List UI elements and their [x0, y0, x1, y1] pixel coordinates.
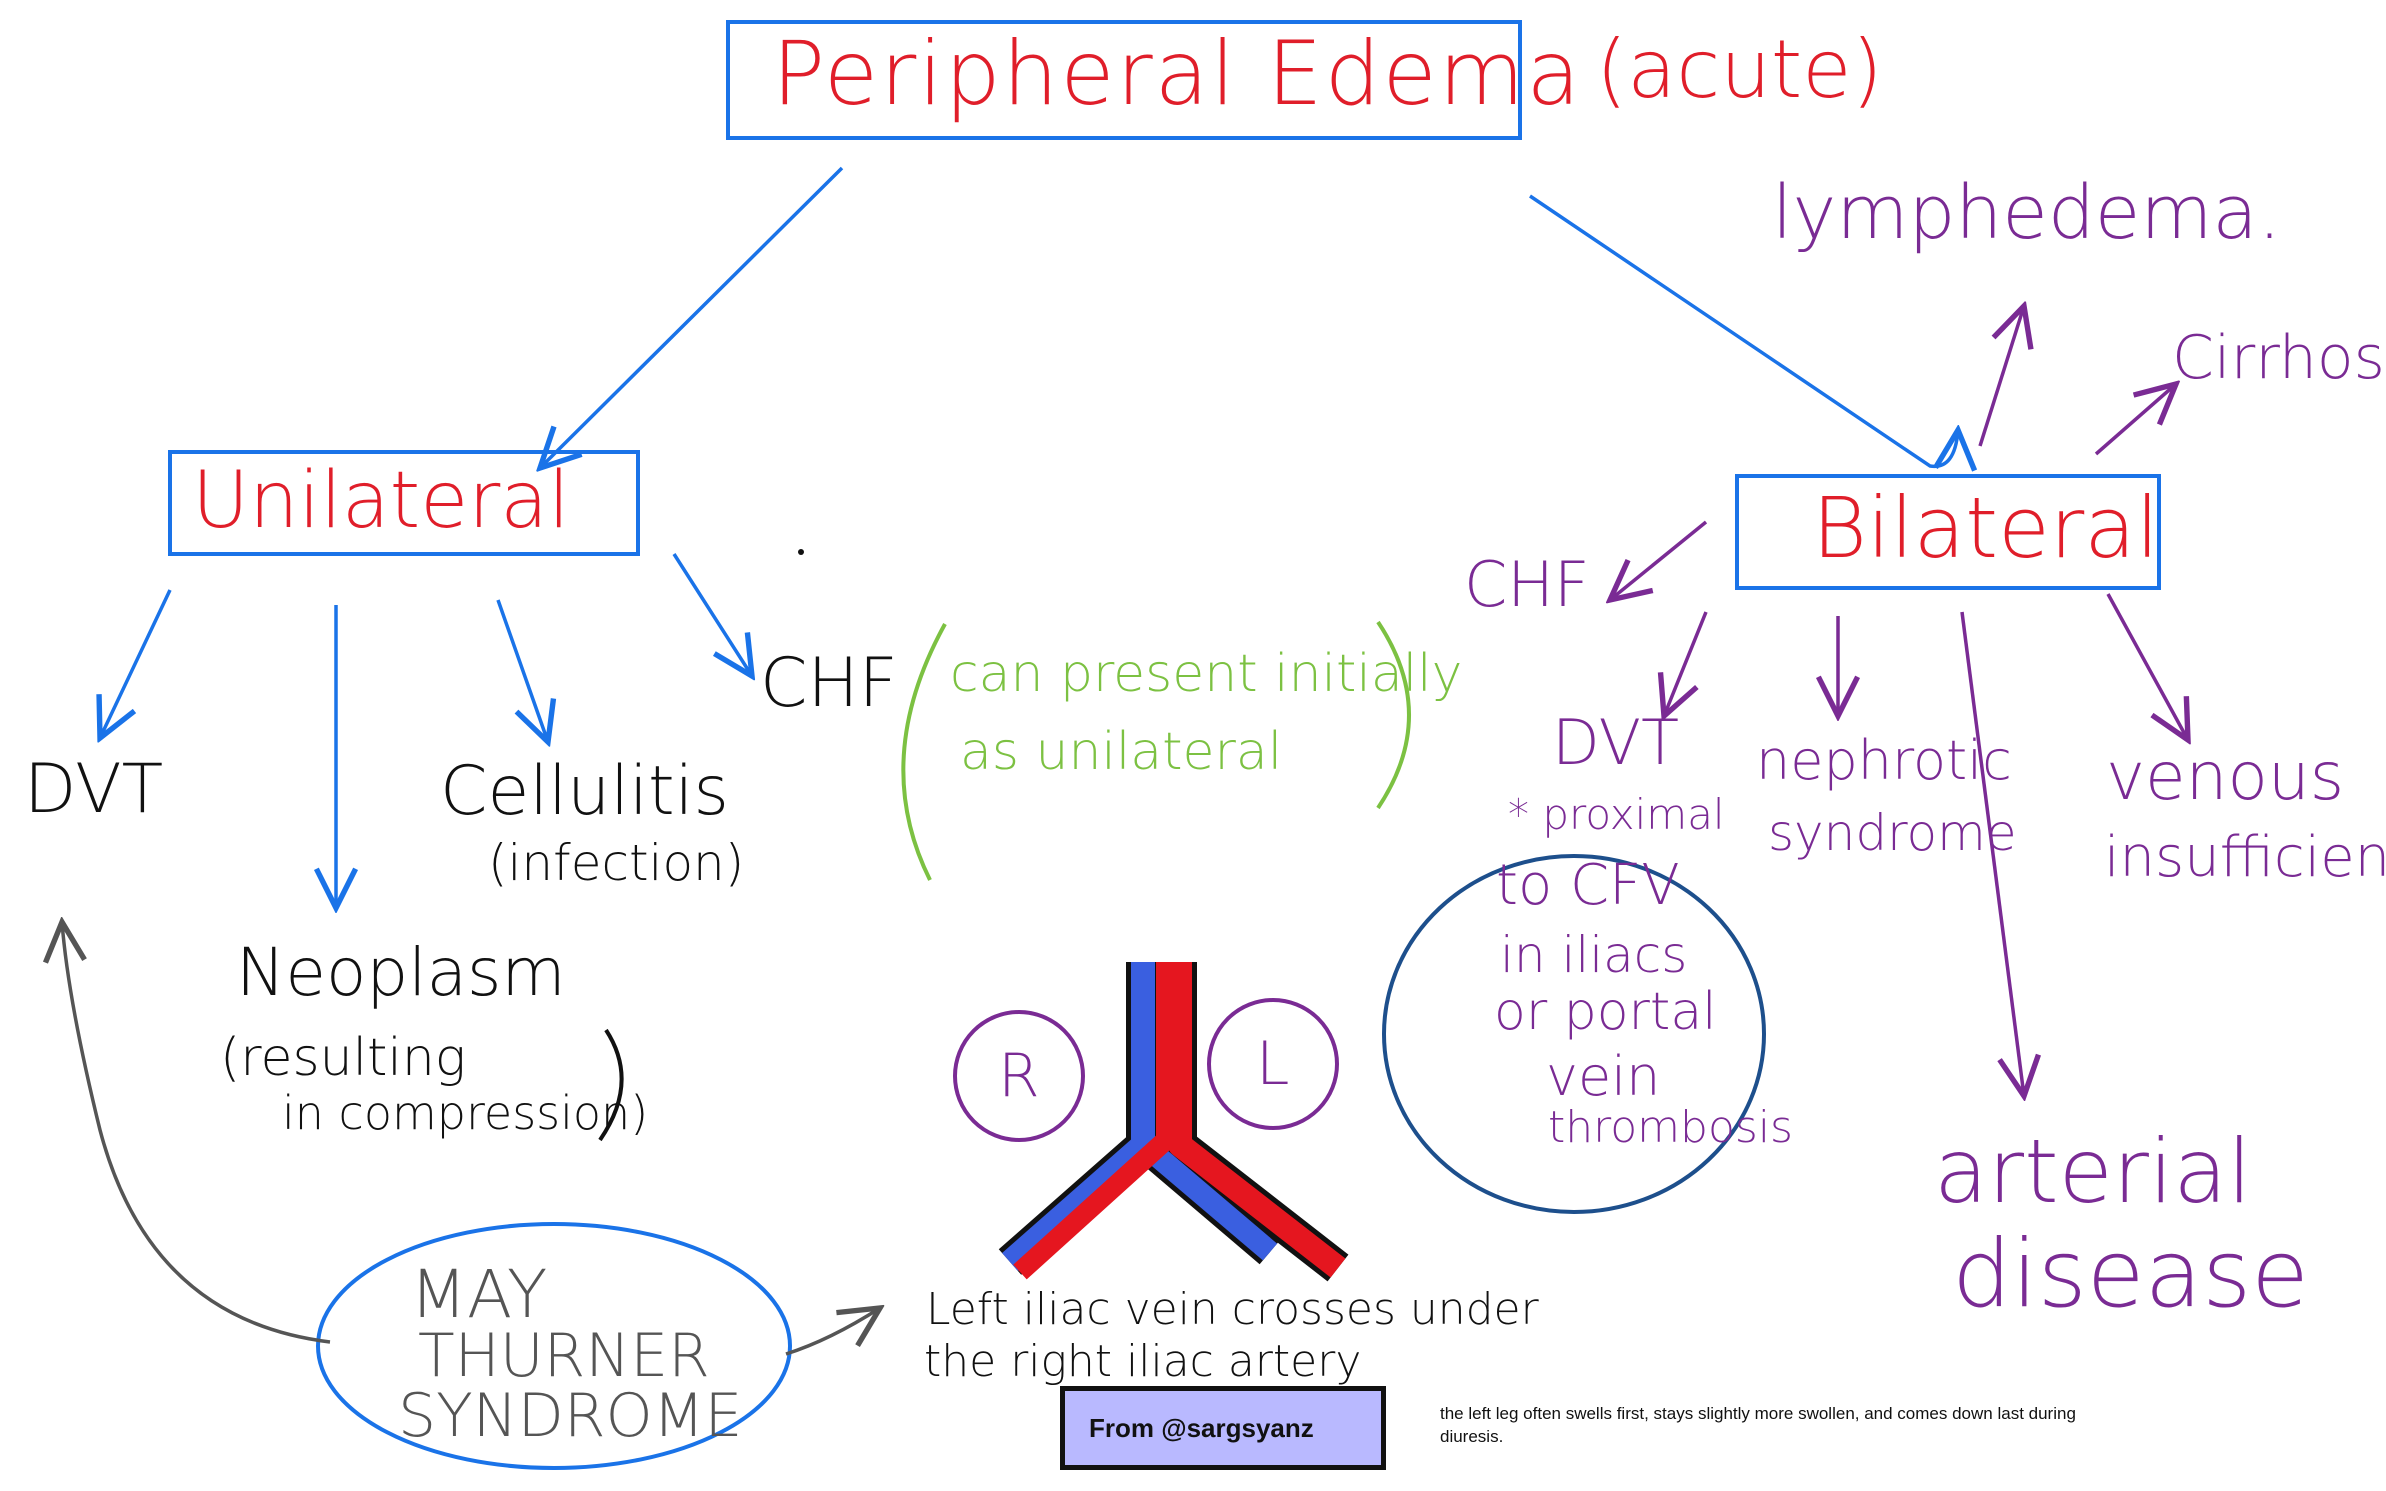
- anatomy-caption-line1: Left iliac vein crosses under: [926, 1284, 1539, 1335]
- unilateral-box: [168, 450, 640, 556]
- venous-line1: venous: [2106, 738, 2345, 815]
- bilateral-box: [1735, 474, 2161, 590]
- title-box: [726, 20, 1522, 140]
- left-side-circle: [1207, 998, 1339, 1130]
- neoplasm-close-paren: [598, 1028, 624, 1142]
- neoplasm-note-line2: in compression): [282, 1086, 649, 1140]
- lymphedema-label: lymphedema.: [1772, 170, 2282, 256]
- arterial-line2: disease: [1952, 1220, 2309, 1329]
- credit-box: From @sargsyanz: [1060, 1386, 1386, 1470]
- nephrotic-line1: nephrotic: [1756, 729, 2012, 792]
- arrow-title-to-bilateral: [1529, 194, 1958, 466]
- cellulitis-label: Cellulitis: [440, 752, 729, 831]
- may-thurner-oval: [316, 1222, 792, 1470]
- right-side-label: R: [998, 1041, 1040, 1111]
- arrow-to-cirrhosis: [2094, 384, 2176, 456]
- unilateral-dvt: DVT: [24, 750, 164, 829]
- arrow-to-cellulitis: [496, 599, 548, 742]
- arrow-to-dvt-left: [100, 589, 172, 738]
- iliac-artery-left: [1168, 962, 1346, 1278]
- iliac-artery-right: [1013, 962, 1176, 1280]
- dvt-note-line4: or portal: [1494, 982, 1717, 1042]
- chf-note-line1: can present initially: [950, 644, 1463, 704]
- cellulitis-note: (infection): [488, 834, 745, 892]
- dvt-detail-oval: [1382, 854, 1766, 1214]
- unilateral-chf: CHF: [760, 644, 898, 723]
- arrow-may-thurner-to-dvt: [62, 922, 331, 1344]
- may-thurner-line3: SYNDROME: [398, 1381, 743, 1451]
- anatomy-caption-line2: the right iliac artery: [924, 1336, 1362, 1387]
- unilateral-heading: Unilateral: [192, 456, 570, 546]
- arrow-to-chf-right: [1610, 520, 1708, 600]
- venous-line2: insufficiency: [2104, 825, 2386, 890]
- dvt-note-line1: * proximal: [1508, 790, 1725, 839]
- chf-note-open-paren: [901, 623, 947, 881]
- dvt-note-line6: thrombosis: [1548, 1102, 1793, 1153]
- bilateral-chf: CHF: [1464, 548, 1590, 621]
- arrow-to-dvt-right: [1664, 611, 1708, 716]
- chf-note-line2: as unilateral: [960, 722, 1283, 782]
- arrow-title-to-unilateral: [540, 166, 844, 468]
- arterial-line1: arterial: [1934, 1120, 2252, 1223]
- iliac-vein-right: [1002, 962, 1155, 1272]
- arrow-to-arterial: [1960, 611, 2024, 1096]
- stray-dot: [798, 549, 804, 555]
- arrow-to-venous: [2106, 593, 2188, 740]
- arrow-to-chf-left: [672, 553, 752, 676]
- right-side-circle: [953, 1010, 1085, 1142]
- neoplasm-label: Neoplasm: [236, 934, 566, 1011]
- dvt-note-line5: vein: [1546, 1045, 1661, 1108]
- arrow-to-lymphedema: [1978, 306, 2024, 447]
- credit-text: From @sargsyanz: [1089, 1412, 1314, 1443]
- neoplasm-note-line1: (resulting: [220, 1028, 467, 1088]
- may-thurner-line1: MAY: [410, 1256, 548, 1333]
- footnote: the left leg often swells first, stays s…: [1440, 1404, 2076, 1446]
- may-thurner-line2: THURNER: [418, 1321, 710, 1391]
- arrow-may-thurner-to-anatomy: [785, 1308, 880, 1356]
- bilateral-heading: Bilateral: [1812, 479, 2160, 577]
- bilateral-dvt: DVT: [1552, 706, 1679, 779]
- dvt-note-line2: to CFV: [1496, 853, 1680, 918]
- iliac-vessels-drawing: [998, 962, 1349, 1282]
- page-title: Peripheral Edema: [772, 22, 1583, 125]
- chf-note-close-paren: [1376, 620, 1411, 810]
- cirrhosis-label: Cirrhosis: [2172, 323, 2386, 393]
- nephrotic-line2: syndrome: [1768, 804, 2017, 862]
- left-side-label: L: [1256, 1029, 1290, 1099]
- dvt-note-line3: in iliacs: [1500, 926, 1688, 984]
- title-qualifier: (acute): [1596, 23, 1883, 116]
